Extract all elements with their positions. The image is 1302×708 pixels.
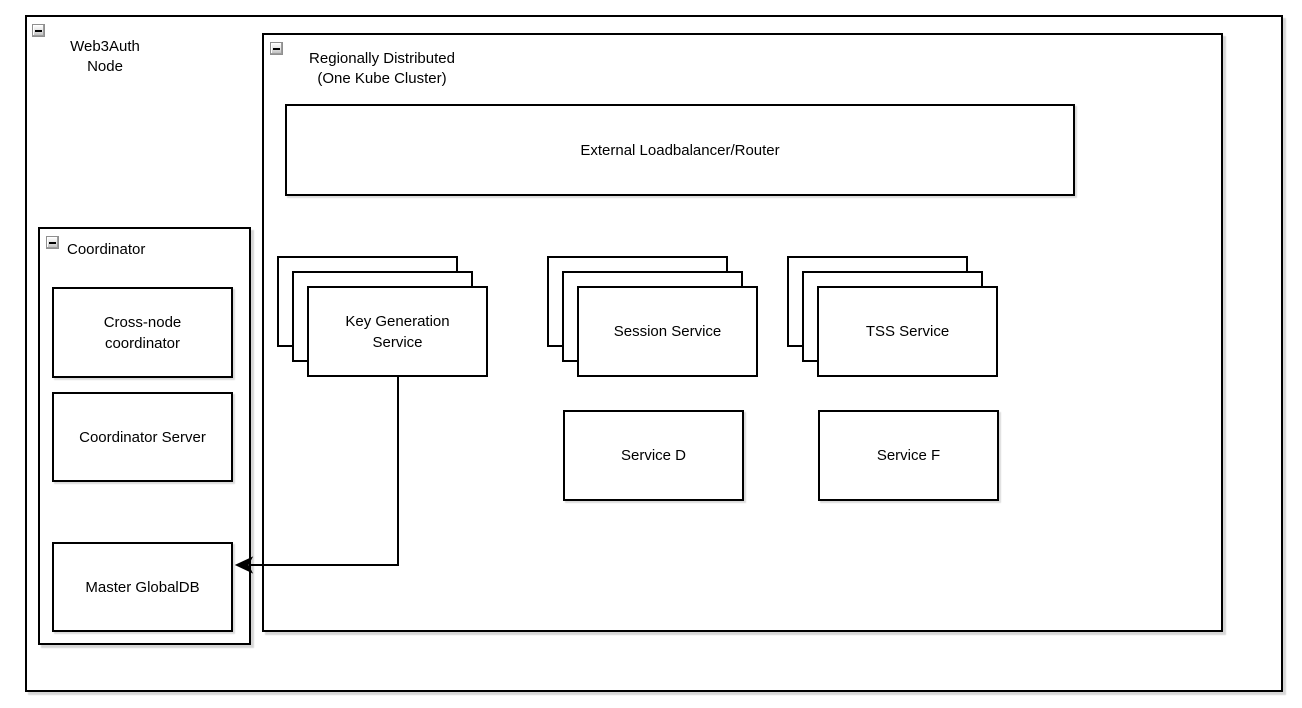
cross-node-coordinator-label-line2: coordinator (104, 334, 181, 352)
web3auth-node-label-line1: Web3Auth (70, 38, 140, 55)
stack-tss-service[interactable]: TSS Service (787, 256, 999, 378)
tss-service-label: TSS Service (865, 323, 950, 340)
region-label-line1: Regionally Distributed (309, 50, 455, 67)
stack-front-box[interactable]: Session Service (577, 286, 758, 377)
web3auth-node-label-line2: Node (87, 58, 123, 75)
minus-collapse-icon[interactable] (32, 24, 45, 37)
cross-node-coordinator-label-line1: Cross-node (103, 313, 182, 331)
box-master-globaldb[interactable]: Master GlobalDB (52, 542, 233, 632)
minus-bar (49, 241, 56, 244)
container-coordinator[interactable]: Coordinator Cross-node coordinator Coord… (38, 227, 251, 645)
external-loadbalancer-label: External Loadbalancer/Router (580, 141, 780, 159)
box-external-loadbalancer[interactable]: External Loadbalancer/Router (285, 104, 1075, 196)
minus-collapse-icon[interactable] (270, 42, 283, 55)
box-service-f[interactable]: Service F (818, 410, 999, 501)
minus-bar (273, 47, 280, 50)
region-label: Regionally Distributed (One Kube Cluster… (292, 49, 472, 89)
coordinator-label: Coordinator (67, 241, 146, 258)
session-service-label: Session Service (613, 323, 722, 340)
minus-collapse-icon[interactable] (46, 236, 59, 249)
service-f-label: Service F (876, 447, 941, 464)
web3auth-node-label: Web3Auth Node (51, 37, 159, 77)
box-cross-node-coordinator[interactable]: Cross-node coordinator (52, 287, 233, 378)
minus-bar (35, 29, 42, 32)
region-label-line2: (One Kube Cluster) (317, 70, 447, 87)
service-d-label: Service D (620, 447, 687, 464)
coordinator-server-label: Coordinator Server (79, 428, 206, 446)
stack-key-generation-service[interactable]: Key Generation Service (277, 256, 489, 378)
key-generation-service-label-line2: Service (372, 333, 423, 351)
stack-session-service[interactable]: Session Service (547, 256, 759, 378)
stack-front-box[interactable]: TSS Service (817, 286, 998, 377)
key-generation-service-label-line1: Key Generation (345, 312, 450, 330)
master-globaldb-label: Master GlobalDB (85, 578, 200, 596)
box-coordinator-server[interactable]: Coordinator Server (52, 392, 233, 482)
stack-front-box[interactable]: Key Generation Service (307, 286, 488, 377)
box-service-d[interactable]: Service D (563, 410, 744, 501)
